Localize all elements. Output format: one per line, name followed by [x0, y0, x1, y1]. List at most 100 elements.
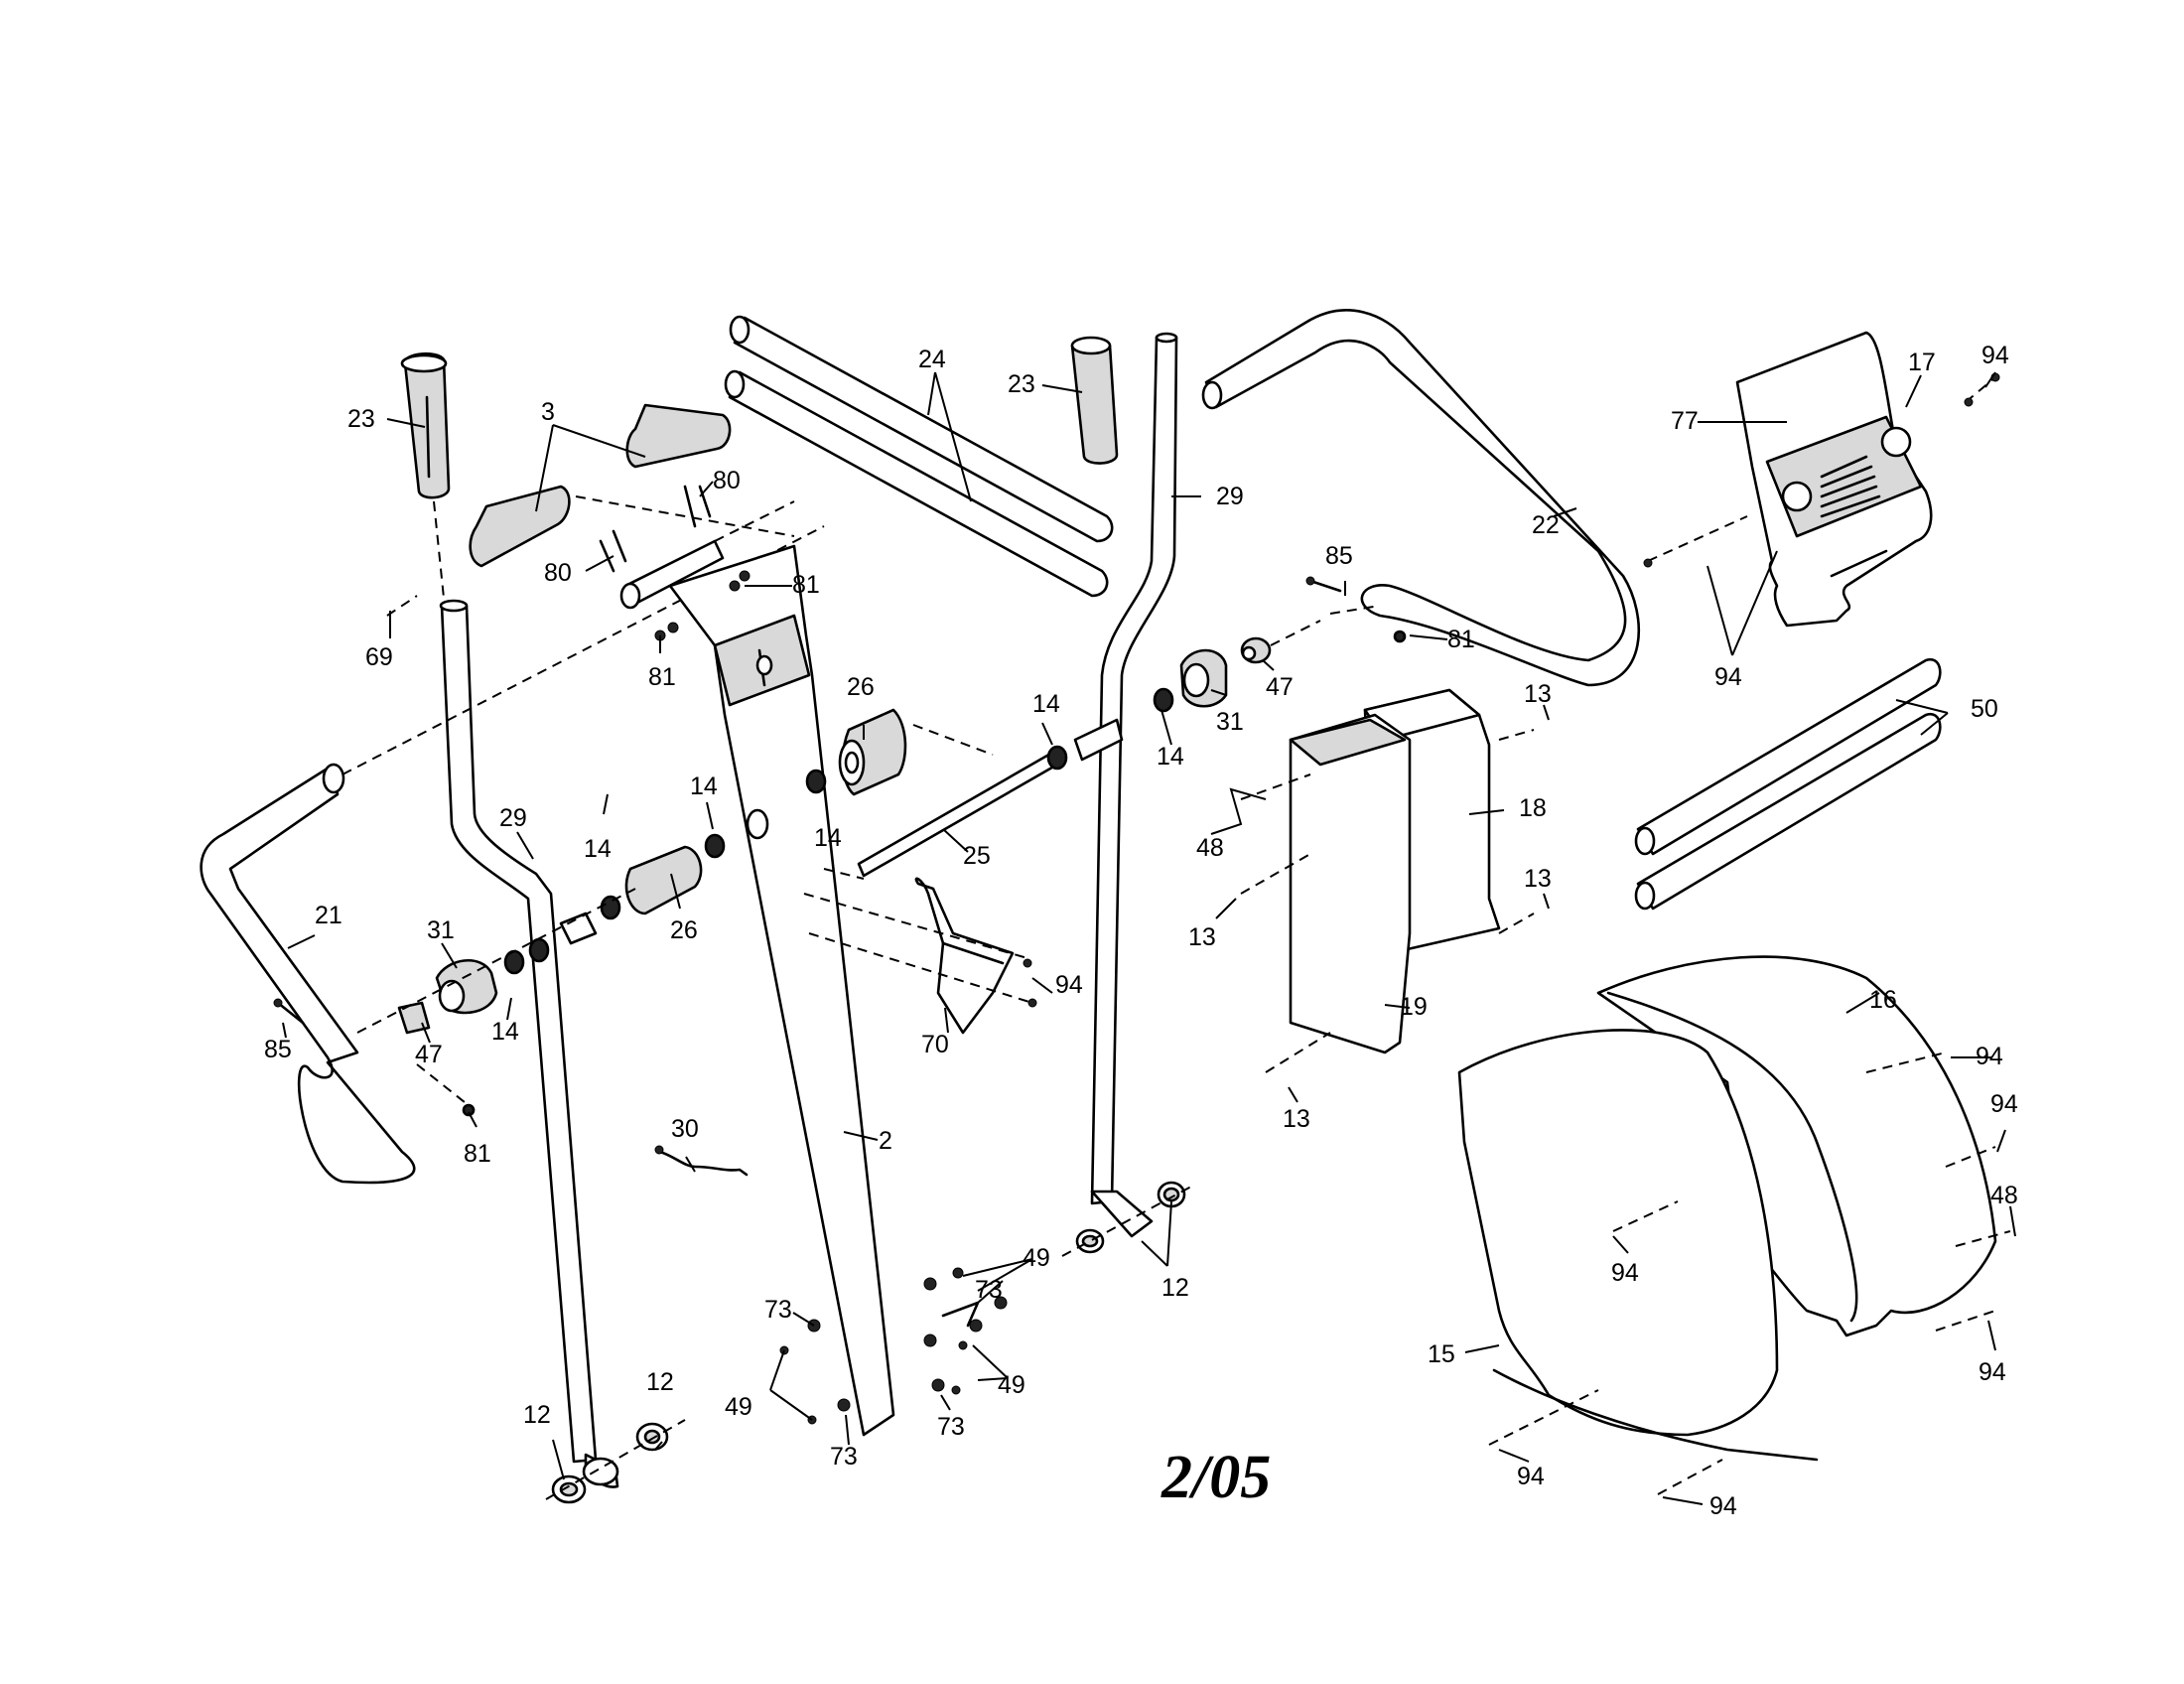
top-crossbar — [619, 539, 725, 610]
part-94-screw-d — [1964, 397, 1974, 407]
label-80-b: 80 — [544, 559, 572, 587]
part-85-right-bolt — [1305, 576, 1342, 593]
label-73-c: 73 — [937, 1413, 965, 1441]
label-26-left: 26 — [670, 916, 698, 944]
label-21: 21 — [315, 902, 342, 929]
label-22: 22 — [1532, 511, 1560, 539]
part-21-left-handlebar — [200, 763, 416, 1185]
label-14-f: 14 — [491, 1018, 519, 1046]
label-49-b: 49 — [725, 1393, 752, 1421]
label-3: 3 — [541, 398, 555, 426]
label-47-right: 47 — [1266, 673, 1294, 701]
label-12-left-a: 12 — [523, 1401, 551, 1429]
part-77-console — [1735, 331, 1933, 628]
label-94-i: 94 — [1709, 1492, 1737, 1520]
label-94-c: 94 — [1055, 971, 1083, 999]
label-94-h: 94 — [1517, 1463, 1545, 1490]
label-13-a: 13 — [1524, 680, 1552, 708]
part-2-main-frame — [668, 544, 895, 1437]
part-81-left-nut — [462, 1103, 476, 1117]
label-31-right: 31 — [1216, 708, 1244, 736]
label-49-c: 49 — [998, 1371, 1025, 1399]
label-23-left: 23 — [347, 405, 375, 433]
part-19-shield — [1289, 713, 1412, 1054]
label-85-right: 85 — [1325, 542, 1353, 570]
label-70: 70 — [921, 1031, 949, 1058]
label-12-left-b: 12 — [646, 1368, 674, 1396]
part-31-left-pivot — [435, 958, 498, 1015]
label-12-right: 12 — [1161, 1274, 1189, 1302]
part-3-handle-sleeves — [469, 403, 732, 568]
date-stamp: 2/05 — [1160, 1444, 1271, 1511]
part-94-screw-a — [1023, 958, 1032, 968]
label-94-b: 94 — [1714, 663, 1742, 691]
label-14-d: 14 — [690, 772, 718, 800]
label-17: 17 — [1908, 349, 1936, 376]
part-50-tubes — [1634, 657, 1942, 911]
label-29-right: 29 — [1216, 483, 1244, 510]
part-47-right-bushing — [1240, 636, 1272, 664]
part-23-left-grip — [400, 351, 451, 499]
part-94-screw-c — [1643, 558, 1653, 568]
label-73-d: 73 — [830, 1443, 858, 1471]
part-31-right-pivot — [1179, 648, 1228, 708]
part-70-bottle-holder — [914, 877, 1015, 1035]
label-69: 69 — [365, 643, 393, 671]
part-26-left-bracket — [559, 845, 703, 945]
label-26-right: 26 — [847, 673, 875, 701]
label-47-left: 47 — [415, 1041, 443, 1068]
label-81-a: 81 — [792, 571, 820, 599]
label-14-b: 14 — [1157, 743, 1184, 771]
label-13-b: 13 — [1524, 865, 1552, 893]
label-23-right: 23 — [1008, 370, 1035, 398]
part-14-left-washers — [503, 833, 726, 975]
part-49-73-hardware — [779, 1267, 1008, 1425]
label-13-c: 13 — [1188, 923, 1216, 951]
label-94-a: 94 — [1981, 342, 2009, 369]
part-85-left-bolt — [273, 998, 305, 1025]
label-48-a: 48 — [1196, 834, 1224, 862]
label-73-a: 73 — [764, 1296, 792, 1324]
label-24: 24 — [918, 346, 946, 373]
label-85-left: 85 — [264, 1036, 292, 1063]
label-73-b: 73 — [975, 1276, 1003, 1304]
label-14-a: 14 — [1032, 690, 1060, 718]
right-pivot-sleeve — [1073, 718, 1124, 762]
label-14-c: 14 — [814, 824, 842, 852]
label-14-e: 14 — [584, 835, 612, 863]
label-31-left: 31 — [427, 916, 455, 944]
label-18: 18 — [1519, 794, 1547, 822]
part-23-right-grip — [1070, 336, 1119, 465]
part-81-right-nut — [1393, 630, 1407, 643]
label-25: 25 — [963, 842, 991, 870]
part-24-tubes — [724, 315, 1114, 598]
label-13-d: 13 — [1283, 1105, 1310, 1133]
part-94-screw-b — [1027, 998, 1037, 1008]
part-47-left-bushing — [397, 1001, 431, 1035]
part-12-right-bushings — [1075, 1181, 1186, 1254]
part-80-bolts — [599, 485, 712, 573]
label-80-a: 80 — [713, 467, 741, 494]
label-16: 16 — [1869, 986, 1897, 1014]
part-30-cable — [654, 1145, 749, 1177]
label-48-b: 48 — [1990, 1182, 2018, 1209]
label-81-left: 81 — [464, 1140, 491, 1168]
label-19: 19 — [1400, 993, 1428, 1021]
label-15: 15 — [1428, 1340, 1455, 1368]
label-77: 77 — [1671, 407, 1699, 435]
leader-lines — [282, 371, 2016, 1505]
label-30: 30 — [671, 1115, 699, 1143]
label-94-g: 94 — [1979, 1358, 2006, 1386]
label-94-d: 94 — [1976, 1043, 2003, 1070]
part-26-right-bracket — [838, 708, 907, 796]
part-15-front-cover — [1457, 1029, 1819, 1462]
label-49-a: 49 — [1023, 1244, 1050, 1272]
label-81-b: 81 — [648, 663, 676, 691]
label-81-right: 81 — [1447, 626, 1475, 653]
part-22-right-handlebar — [1201, 309, 1640, 687]
label-50: 50 — [1971, 695, 1998, 723]
part-14-right-washers — [805, 687, 1174, 794]
label-94-e: 94 — [1990, 1090, 2018, 1118]
part-labels: 23 3 80 80 81 81 69 24 23 29 22 77 17 94… — [264, 342, 2018, 1520]
